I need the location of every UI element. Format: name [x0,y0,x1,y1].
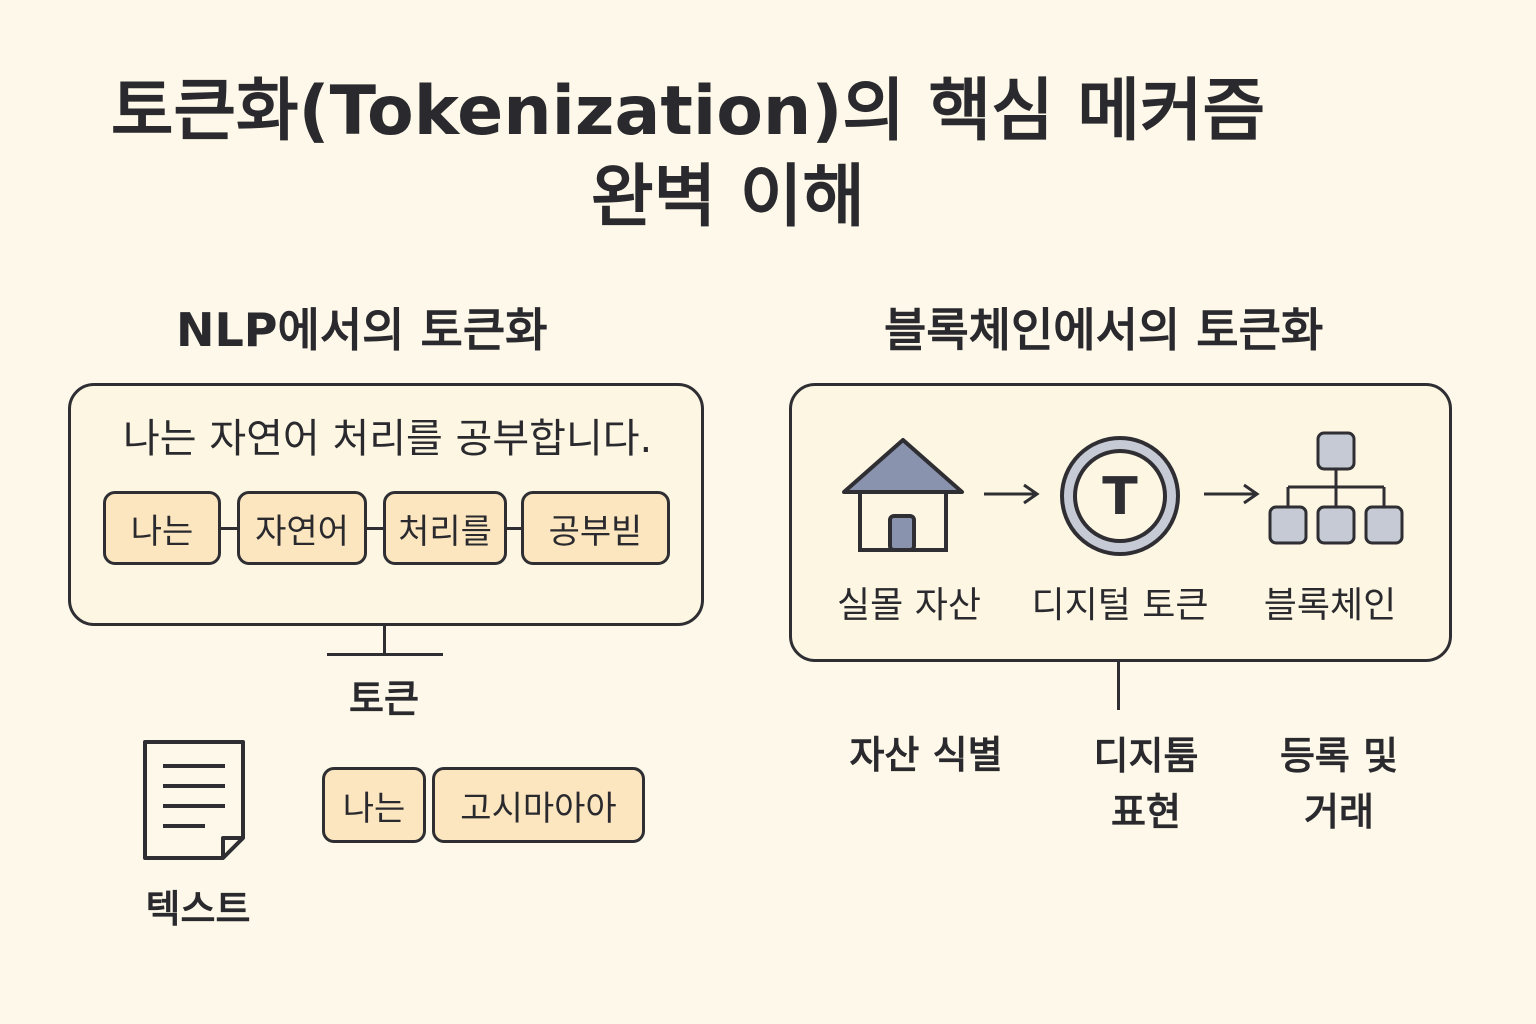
page-title-line-2: 완벽 이해 [591,158,865,237]
outcome-line: 거래 [1304,790,1374,834]
outcome-digital-representation: 디지툼 표현 [1066,728,1226,840]
blockchain-section-heading: 블록체인에서의 토큰화 [884,303,1324,357]
arrow-right-icon [982,482,1042,506]
step-label-real-asset: 실몰 자산 [837,585,981,626]
nlp-stem-line [383,626,386,656]
nlp-sentence: 나는 자연어 처리를 공부합니다. [123,416,653,462]
token-chip: 자연어 [237,491,367,565]
token-connector-line [211,527,531,530]
token-label: 토큰 [349,677,419,721]
token-chip: 고시마아아 [432,767,645,843]
outcome-line: 표현 [1111,790,1181,834]
token-chip: 나는 [103,491,221,565]
arrow-right-icon [1202,482,1262,506]
token-icon-letter: T [1102,467,1138,527]
nlp-panel: 나는 자연어 처리를 공부합니다. 나는 자연어 처리를 공부빋 [68,383,704,626]
text-label: 텍스트 [145,887,251,931]
outcome-asset-identification: 자산 식별 [826,728,1026,782]
outcome-line: 등록 및 [1279,734,1399,778]
step-label-digital-token: 디지털 토큰 [1031,585,1209,626]
document-icon [141,738,249,862]
token-chip: 공부빋 [521,491,670,565]
step-label-blockchain: 블록체인 [1263,585,1397,626]
outcome-registration-trading: 등록 및 거래 [1254,728,1424,840]
house-icon [840,436,968,556]
network-icon [1266,431,1406,546]
token-icon: T [1058,434,1182,558]
outcome-line: 자산 식별 [849,733,1003,777]
blockchain-panel: T 실몰 자산 디지털 토큰 블록체인 [789,383,1452,662]
page-title: 토큰화(Tokenization)의 핵심 메커즘 [110,72,1266,151]
nlp-section-heading: NLP에서의 토큰화 [176,303,548,357]
nlp-stem-crossbar [327,653,443,656]
blockchain-stem-line [1117,662,1120,710]
outcome-line: 디지툼 [1093,734,1199,778]
token-chip: 처리를 [383,491,507,565]
token-chip: 나는 [322,767,426,843]
